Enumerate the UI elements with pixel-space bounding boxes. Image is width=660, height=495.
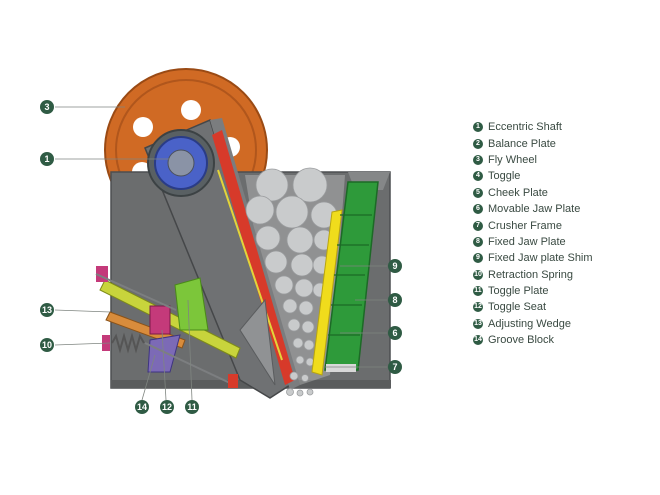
legend-label: Fixed Jaw plate Shim xyxy=(488,252,593,265)
callout-14: 14 xyxy=(135,400,149,414)
legend-label: Retraction Spring xyxy=(488,268,573,281)
callout-8: 8 xyxy=(388,293,402,307)
svg-text:14: 14 xyxy=(137,402,147,412)
legend-item: 4 Toggle xyxy=(473,168,593,184)
legend-item: 3 Fly Wheel xyxy=(473,152,593,168)
legend-label: Toggle Seat xyxy=(488,301,547,314)
legend-number: 8 xyxy=(473,236,483,247)
legend-label: Fixed Jaw Plate xyxy=(488,235,566,248)
legend-label: Toggle xyxy=(488,170,521,183)
legend-number: 7 xyxy=(473,220,483,231)
legend-item: 1 Eccentric Shaft xyxy=(473,119,593,135)
legend-number: 4 xyxy=(473,171,483,182)
callout-11: 11 xyxy=(185,400,199,414)
legend-item: 11 Toggle Plate xyxy=(473,283,593,299)
legend-number: 12 xyxy=(473,302,483,313)
callout-6: 6 xyxy=(388,326,402,340)
legend-label: Eccentric Shaft xyxy=(488,121,562,134)
fixed-jaw-plate-shim xyxy=(311,209,343,376)
legend-number: 1 xyxy=(473,122,483,133)
legend-item: 14 Groove Block xyxy=(473,332,593,348)
movable-jaw-plate xyxy=(212,130,295,385)
jaw-crusher-diagram: 3 1 13 10 14 12 11 9 8 6 7 xyxy=(40,68,402,414)
eccentric-shaft xyxy=(147,129,215,197)
parts-legend: 1 Eccentric Shaft 2 Balance Plate 3 Fly Whe… xyxy=(473,119,593,348)
fixed-jaw-plate xyxy=(324,181,379,372)
legend-number: 14 xyxy=(473,335,483,346)
toggle-mechanism xyxy=(95,266,241,388)
svg-text:13: 13 xyxy=(42,305,52,315)
legend-item: 12 Toggle Seat xyxy=(473,299,593,315)
legend-item: 13 Adjusting Wedge xyxy=(473,316,593,332)
legend-label: Cheek Plate xyxy=(488,186,548,199)
callout-10: 10 xyxy=(40,338,54,352)
legend-number: 6 xyxy=(473,204,483,215)
retraction-spring xyxy=(111,332,145,354)
legend-item: 9 Fixed Jaw plate Shim xyxy=(473,250,593,266)
callout-12: 12 xyxy=(160,400,174,414)
legend-number: 9 xyxy=(473,253,483,264)
legend-item: 6 Movable Jaw Plate xyxy=(473,201,593,217)
svg-text:10: 10 xyxy=(42,340,52,350)
legend-number: 3 xyxy=(473,154,483,165)
legend-label: Movable Jaw Plate xyxy=(488,203,581,216)
legend-item: 5 Cheek Plate xyxy=(473,185,593,201)
toggle xyxy=(174,277,209,331)
legend-number: 2 xyxy=(473,138,483,149)
legend-label: Groove Block xyxy=(488,334,555,347)
legend-number: 11 xyxy=(473,286,483,297)
callout-9: 9 xyxy=(388,259,402,273)
legend-label: Toggle Plate xyxy=(488,285,549,298)
legend-label: Fly Wheel xyxy=(488,153,537,166)
callout-1: 1 xyxy=(40,152,54,166)
svg-text:11: 11 xyxy=(187,402,197,412)
toggle-seat xyxy=(149,305,171,335)
groove-block xyxy=(147,334,181,373)
leader-lines xyxy=(54,106,387,401)
callout-3: 3 xyxy=(40,100,54,114)
legend-number: 5 xyxy=(473,187,483,198)
legend-item: 8 Fixed Jaw Plate xyxy=(473,234,593,250)
legend-item: 10 Retraction Spring xyxy=(473,267,593,283)
legend-number: 13 xyxy=(473,318,483,329)
legend-item: 2 Balance Plate xyxy=(473,135,593,151)
svg-text:7: 7 xyxy=(392,362,397,372)
legend-number: 10 xyxy=(473,269,483,280)
svg-text:1: 1 xyxy=(44,154,49,164)
legend-label: Balance Plate xyxy=(488,137,556,150)
svg-text:9: 9 xyxy=(392,261,397,271)
legend-label: Adjusting Wedge xyxy=(488,317,571,330)
svg-text:3: 3 xyxy=(44,102,49,112)
legend-item: 7 Crusher Frame xyxy=(473,217,593,233)
svg-text:12: 12 xyxy=(162,402,172,412)
callout-13: 13 xyxy=(40,303,54,317)
callout-7: 7 xyxy=(388,360,402,374)
svg-text:6: 6 xyxy=(392,328,397,338)
svg-text:8: 8 xyxy=(392,295,397,305)
legend-label: Crusher Frame xyxy=(488,219,562,232)
